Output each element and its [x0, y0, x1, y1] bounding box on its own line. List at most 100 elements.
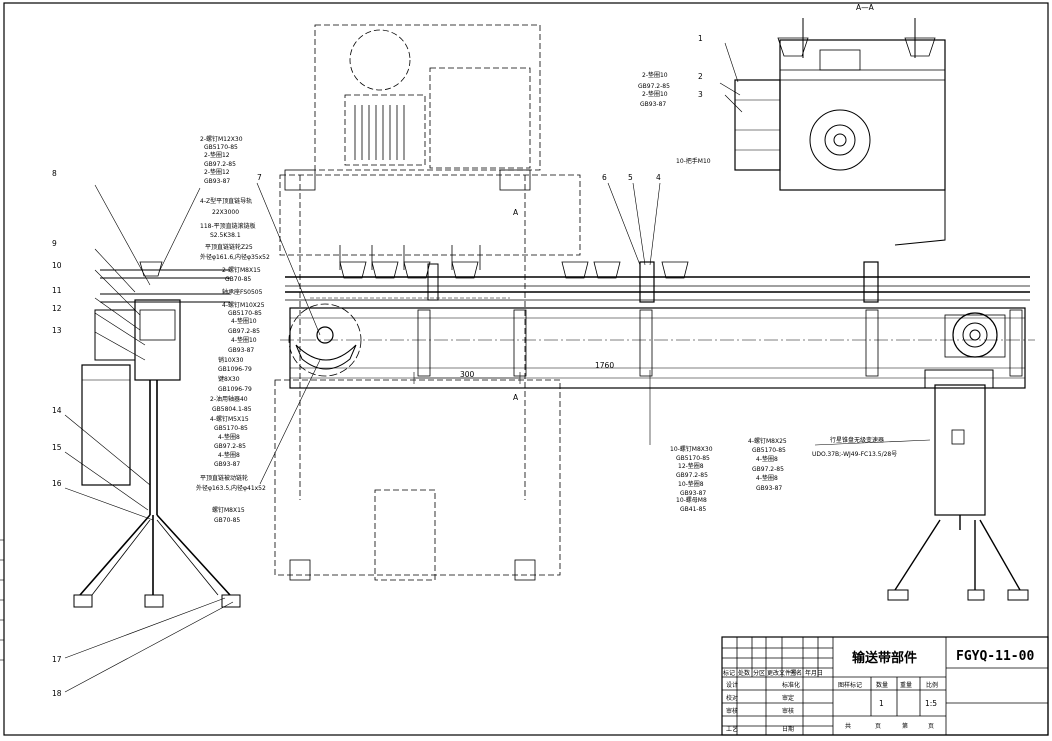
balloon-15: 15: [52, 443, 62, 452]
svg-text:GB93-87: GB93-87: [204, 178, 230, 185]
svg-text:10-垫圈8: 10-垫圈8: [678, 480, 704, 488]
svg-text:外径φ161.6,内径φ35x52: 外径φ161.6,内径φ35x52: [200, 253, 270, 261]
svg-text:GB5804.1-85: GB5804.1-85: [212, 406, 252, 413]
svg-text:12-垫圈8: 12-垫圈8: [678, 462, 704, 470]
balloon-12: 12: [52, 304, 62, 313]
svg-text:2-螺钉M12X30: 2-螺钉M12X30: [200, 135, 243, 143]
svg-text:4-螺钉M10X25: 4-螺钉M10X25: [222, 301, 265, 309]
svg-text:4-螺钉M8X25: 4-螺钉M8X25: [748, 437, 787, 445]
svg-text:GB70-85: GB70-85: [225, 276, 251, 283]
svg-text:GB97.2-85: GB97.2-85: [204, 161, 236, 168]
svg-text:平顶直链链轮Z25: 平顶直链链轮Z25: [205, 243, 253, 251]
balloon-5: 5: [628, 173, 633, 182]
balloon-4: 4: [656, 173, 661, 182]
balloon-7: 7: [257, 173, 262, 182]
section-label: A—A: [856, 3, 875, 12]
callout-bearing: 轴承座FS0505: [222, 288, 263, 296]
callout-bottom-mid: 10-螺钉M8X30 GB5170-85 12-垫圈8 GB97.2-85 10…: [670, 445, 713, 513]
svg-text:GB93-87: GB93-87: [228, 347, 254, 354]
callout-motor: 行星锥盘无级变速器 UDO.37B;-WJ49-FC13.5/28号: [812, 436, 897, 458]
callout-leg-screw: 螺钉M8X15 GB70-85: [212, 506, 245, 524]
balloon-13: 13: [52, 326, 62, 335]
svg-text:页: 页: [875, 723, 881, 730]
stage-headers: 图样标记 数量 重量 比例: [838, 681, 938, 689]
section-mark-top: A: [513, 208, 519, 217]
svg-text:2-油用轴器40: 2-油用轴器40: [210, 395, 248, 403]
svg-text:GB41-85: GB41-85: [680, 506, 706, 513]
svg-text:2-螺钉M8X15: 2-螺钉M8X15: [222, 266, 261, 274]
change-headers: 标记 处数 分区 更改文件号 签名 年月日: [723, 669, 823, 677]
svg-text:销10X30: 销10X30: [218, 356, 244, 364]
part-balloons: 1 2 3 4 5 6 7 8 9 10 11 12 13 14 15 16 1…: [52, 34, 703, 698]
svg-text:GB1096-79: GB1096-79: [218, 386, 252, 393]
svg-text:GB5170-85: GB5170-85: [204, 144, 238, 151]
svg-text:处数: 处数: [738, 669, 750, 677]
svg-text:审核: 审核: [782, 707, 794, 715]
svg-text:GB93-87: GB93-87: [756, 485, 782, 492]
svg-text:GB70-85: GB70-85: [214, 517, 240, 524]
svg-text:图样标记: 图样标记: [838, 681, 862, 689]
dimension-300: 300: [460, 370, 475, 379]
balloon-1: 1: [698, 34, 703, 43]
conveyor-main-view: [280, 261, 1035, 389]
balloon-3: 3: [698, 90, 703, 99]
balloon-18: 18: [52, 689, 62, 698]
svg-text:4-垫圈8: 4-垫圈8: [218, 433, 240, 441]
svg-text:4-垫圈8: 4-垫圈8: [756, 455, 778, 463]
balloon-10: 10: [52, 261, 62, 270]
callout-screw-m8: 2-螺钉M8X15 GB70-85: [222, 266, 261, 283]
leader-lines: [64, 42, 931, 693]
title-block: [721, 636, 1049, 736]
svg-text:更改文件号: 更改文件号: [767, 669, 797, 677]
svg-text:4-垫圈8: 4-垫圈8: [756, 474, 778, 482]
svg-text:GB93-87: GB93-87: [214, 461, 240, 468]
svg-text:GB93-87: GB93-87: [640, 101, 666, 108]
svg-text:GB97.2-85: GB97.2-85: [214, 443, 246, 450]
svg-text:螺钉M8X15: 螺钉M8X15: [212, 506, 245, 514]
svg-text:页: 页: [928, 723, 934, 730]
balloon-9: 9: [52, 239, 57, 248]
callout-pin-key: 销10X30 GB1096-79 键8X30 GB1096-79: [218, 356, 252, 393]
balloon-8: 8: [52, 169, 57, 178]
sheet-footer: 共 页 第 页: [845, 722, 934, 730]
svg-text:外径φ163.5,内径φ41x52: 外径φ163.5,内径φ41x52: [196, 484, 266, 492]
svg-text:22X3000: 22X3000: [212, 209, 239, 216]
right-leg-motor: [887, 369, 1029, 601]
svg-text:行星锥盘无级变速器: 行星锥盘无级变速器: [830, 436, 884, 444]
svg-text:日期: 日期: [782, 725, 794, 733]
svg-text:校对: 校对: [726, 694, 738, 702]
callout-chain-sprocket: 118-平顶直链滚链板 S2.5K38.1 平顶直链链轮Z25 外径φ161.6…: [200, 222, 270, 261]
callout-guide-rail: 4-Z型平顶直链导轨 22X3000: [200, 197, 252, 216]
svg-text:2-垫圈10: 2-垫圈10: [642, 90, 668, 98]
callout-bolts-m10: 4-螺钉M10X25 GB5170-85 4-垫圈10 GB97.2-85 4-…: [222, 301, 265, 354]
svg-text:GB5170-85: GB5170-85: [228, 310, 262, 317]
callout-motor-bolts: 4-螺钉M8X25 GB5170-85 4-垫圈8 GB97.2-85 4-垫圈…: [748, 437, 787, 492]
svg-text:2-垫圈12: 2-垫圈12: [204, 151, 230, 159]
dimension-1760: 1760: [595, 361, 614, 370]
svg-text:GB97.2-85: GB97.2-85: [638, 83, 670, 90]
svg-text:4-垫圈8: 4-垫圈8: [218, 451, 240, 459]
svg-text:GB5170-85: GB5170-85: [676, 455, 710, 462]
section-view-AA: [734, 18, 946, 246]
svg-text:年月日: 年月日: [805, 669, 823, 677]
upper-machine-detail: [284, 105, 536, 581]
svg-text:4-垫圈10: 4-垫圈10: [231, 336, 257, 344]
svg-text:4-Z型平顶直链导轨: 4-Z型平顶直链导轨: [200, 197, 252, 205]
balloon-17: 17: [52, 655, 62, 664]
balloon-6: 6: [602, 173, 607, 182]
svg-text:第: 第: [902, 722, 908, 730]
svg-text:GB97.2-85: GB97.2-85: [676, 472, 708, 479]
svg-text:GB97.2-85: GB97.2-85: [228, 328, 260, 335]
section-mark-bottom: A: [513, 393, 519, 402]
left-side-view: [73, 261, 241, 608]
svg-text:GB93-87: GB93-87: [680, 490, 706, 497]
svg-text:UDO.37B;-WJ49-FC13.5/28号: UDO.37B;-WJ49-FC13.5/28号: [812, 451, 897, 458]
svg-text:数量: 数量: [876, 681, 888, 689]
svg-text:设计: 设计: [726, 681, 738, 689]
callout-top-mid: 2-螺钉M12X30 GB5170-85 2-垫圈12 GB97.2-85 2-…: [200, 135, 243, 185]
callout-rail-washer: 2-垫圈10 GB97.2-85 2-垫圈10 GB93-87: [638, 71, 670, 108]
balloon-2: 2: [698, 72, 703, 81]
svg-text:工艺: 工艺: [726, 725, 738, 733]
svg-text:GB1096-79: GB1096-79: [218, 366, 252, 373]
